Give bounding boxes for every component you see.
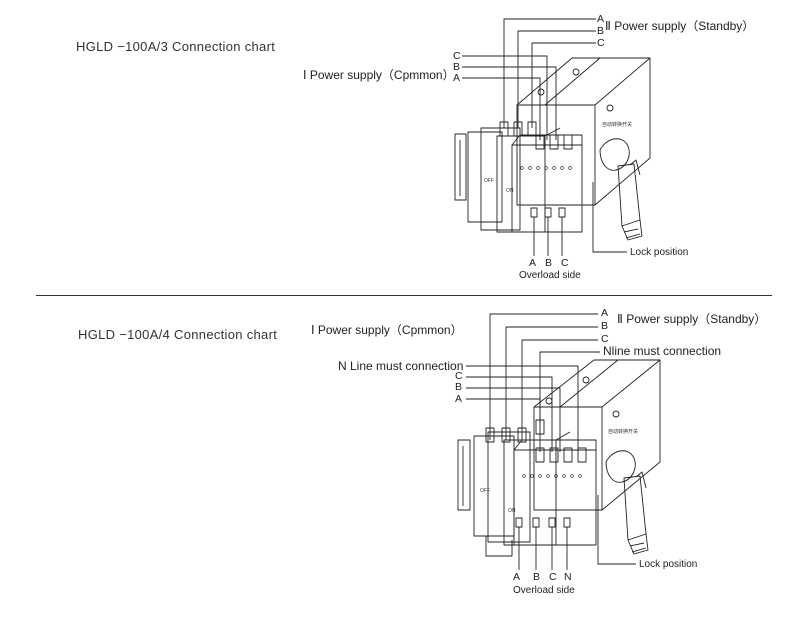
diagram1-standby-phase-a: A: [597, 13, 605, 25]
diagram2-common-phase-b: B: [455, 381, 463, 393]
diagram2-standby-phase-c: C: [601, 333, 609, 345]
diagram1-title: HGLD −100A/3 Connection chart: [76, 39, 276, 54]
svg-text:OFF: OFF: [484, 178, 494, 184]
svg-text:自动转换开关: 自动转换开关: [602, 121, 632, 128]
diagram2-bottom-phase-n: N: [564, 571, 572, 583]
diagram1-standby-phase-b: B: [597, 25, 605, 37]
diagram1-switch-drawing: 自动转换开关 OFF ON: [454, 18, 651, 256]
svg-text:ON: ON: [506, 188, 514, 194]
diagram2-bottom-phase-b: B: [533, 571, 541, 583]
section-divider: [36, 295, 772, 296]
diagram2-switch-drawing: 自动转换开关 OFF ON: [457, 313, 661, 570]
diagram2-standby-phase-b: B: [601, 320, 609, 332]
diagram1-bottom-phase-a: A: [529, 257, 537, 269]
diagram2-overload-label: Overload side: [513, 585, 575, 596]
diagram2-nline-label: Nline must connection: [603, 344, 722, 358]
diagram1-overload-label: Overload side: [519, 270, 581, 281]
diagram1-standby-phase-c: C: [597, 37, 605, 49]
svg-text:OFF: OFF: [480, 488, 490, 494]
diagram2-common-phase-a: A: [455, 393, 463, 405]
svg-text:自动转换开关: 自动转换开关: [608, 428, 638, 435]
diagram2-n-line-label: N Line must connection: [338, 359, 464, 373]
diagram2-title: HGLD −100A/4 Connection chart: [78, 327, 278, 342]
diagram2-common-phase-c: C: [455, 370, 463, 382]
diagram2-bottom-phase-a: A: [513, 571, 521, 583]
svg-text:ON: ON: [508, 508, 516, 514]
diagram1-common-phase-a: A: [453, 72, 461, 84]
diagram1-bottom-phase-b: B: [545, 257, 553, 269]
diagram1-standby-label: Ⅱ Power supply（Standby）: [605, 19, 755, 33]
diagram1-lock-label: Lock position: [630, 247, 689, 258]
diagram1-common-phase-c: C: [453, 50, 461, 62]
diagram2-common-label: Ⅰ Power supply（Cpmmon）: [311, 323, 463, 337]
diagram1-common-phase-b: B: [453, 61, 461, 73]
diagram2-bottom-phase-c: C: [549, 571, 557, 583]
diagram2-lock-label: Lock position: [639, 559, 698, 570]
diagram2-standby-phase-a: A: [601, 307, 609, 319]
diagram1-bottom-phase-c: C: [561, 257, 569, 269]
diagram1-common-label: Ⅰ Power supply（Cpmmon）: [303, 68, 455, 82]
diagram2-standby-label: Ⅱ Power supply（Standby）: [617, 312, 767, 326]
